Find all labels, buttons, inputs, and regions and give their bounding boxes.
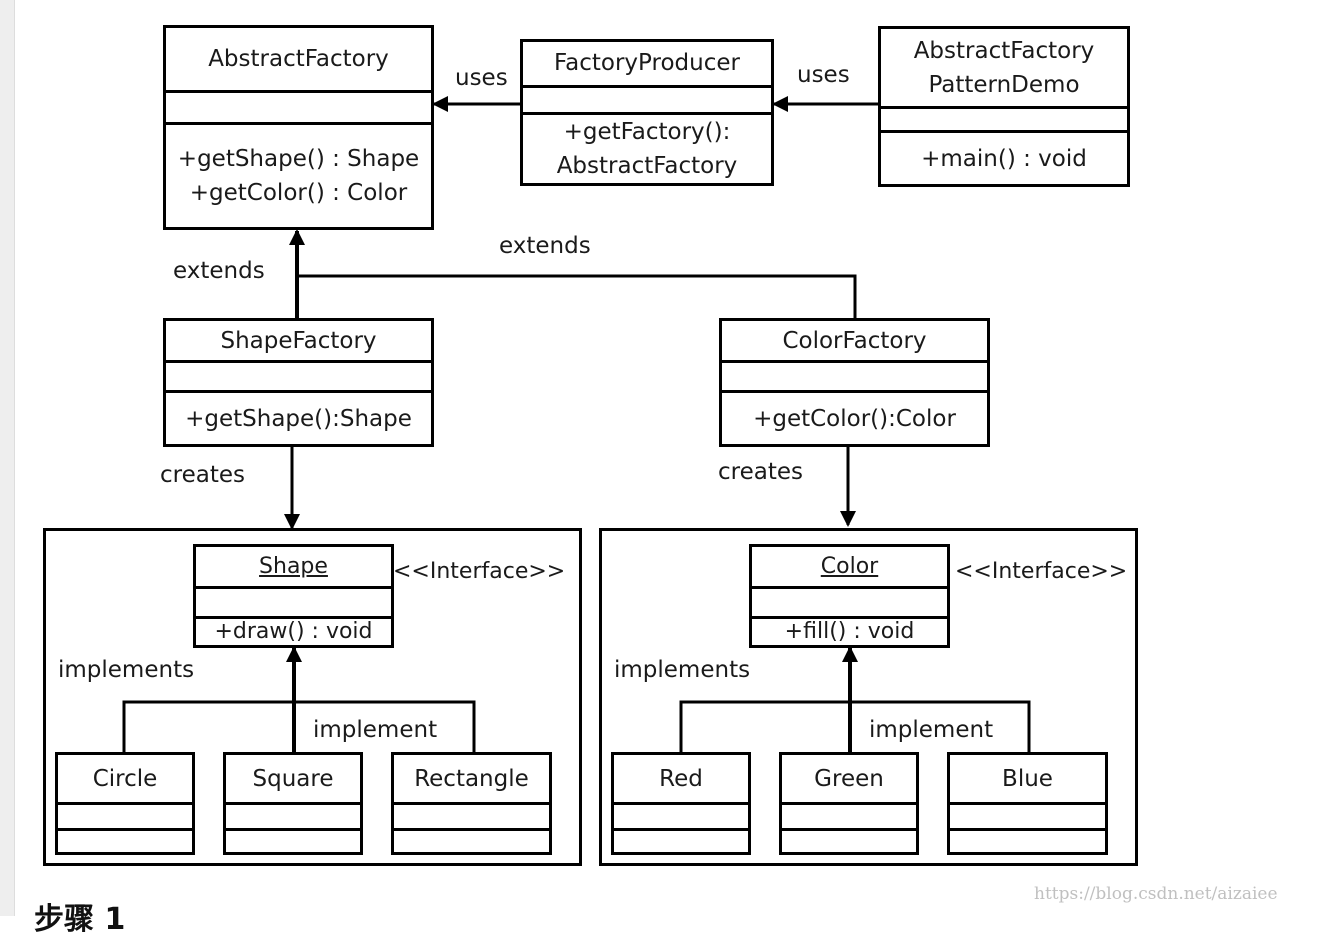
- uml-diagram: AbstractFactory +getShape() : Shape +get…: [43, 25, 1138, 866]
- class-attributes: [881, 109, 1127, 133]
- class-name: AbstractFactory PatternDemo: [881, 29, 1127, 109]
- implement-label: implement: [313, 717, 438, 743]
- class-methods: [226, 831, 360, 852]
- class-methods: [394, 831, 549, 852]
- page-left-border: [0, 0, 15, 916]
- uses-label: uses: [455, 65, 508, 91]
- watermark: https://blog.csdn.net/aizaiee: [1034, 884, 1278, 904]
- class-methods: +getColor():Color: [753, 405, 956, 432]
- class-name: Rectangle: [394, 755, 549, 805]
- class-factory-producer: FactoryProducer +getFactory(): AbstractF…: [520, 39, 774, 186]
- class-square: Square: [223, 752, 363, 855]
- class-name: AbstractFactory: [166, 28, 431, 93]
- uses-label: uses: [797, 62, 850, 88]
- color-group: [599, 528, 1138, 866]
- class-shape-factory: ShapeFactory +getShape():Shape: [163, 318, 434, 447]
- creates-label: creates: [718, 459, 803, 485]
- class-attributes: [752, 589, 947, 619]
- class-methods: +draw() : void: [214, 619, 373, 644]
- implements-connector-red: [679, 700, 1031, 752]
- class-circle: Circle: [55, 752, 195, 855]
- class-methods: [782, 831, 916, 852]
- class-name: Shape: [196, 547, 391, 589]
- interface-shape: Shape +draw() : void: [193, 544, 394, 648]
- class-name: Circle: [58, 755, 192, 805]
- class-methods: +fill() : void: [784, 619, 915, 644]
- class-name: ShapeFactory: [166, 321, 431, 363]
- class-green: Green: [779, 752, 919, 855]
- implements-label: implements: [58, 657, 195, 683]
- class-abstract-factory: AbstractFactory +getShape() : Shape +get…: [163, 25, 434, 230]
- class-rectangle: Rectangle: [391, 752, 552, 855]
- class-name: Red: [614, 755, 748, 805]
- class-color-factory: ColorFactory +getColor():Color: [719, 318, 990, 447]
- class-attributes: [782, 805, 916, 831]
- class-attributes: [226, 805, 360, 831]
- class-blue: Blue: [947, 752, 1108, 855]
- class-methods: [950, 831, 1105, 852]
- shape-group: [43, 528, 582, 866]
- class-attributes: [523, 88, 771, 115]
- class-attributes: [394, 805, 549, 831]
- implements-connector-circle: [122, 700, 476, 752]
- class-red: Red: [611, 752, 751, 855]
- interface-stereotype: <<Interface>>: [955, 559, 1128, 584]
- creates-label: creates: [160, 462, 245, 488]
- class-name: ColorFactory: [722, 321, 987, 363]
- class-pattern-demo: AbstractFactory PatternDemo +main() : vo…: [878, 26, 1130, 187]
- class-attributes: [196, 589, 391, 619]
- class-methods: [614, 831, 748, 852]
- implements-label: implements: [614, 657, 751, 683]
- class-attributes: [950, 805, 1105, 831]
- class-attributes: [166, 363, 431, 393]
- class-name: Color: [752, 547, 947, 589]
- class-methods: +getShape():Shape: [185, 405, 412, 432]
- class-attributes: [166, 93, 431, 125]
- extends-label: extends: [499, 233, 591, 259]
- step-heading: 步骤 1: [34, 902, 126, 937]
- class-methods: +getShape() : Shape +getColor() : Color: [177, 146, 420, 206]
- extends-connector-color: [297, 274, 857, 318]
- interface-color: Color +fill() : void: [749, 544, 950, 648]
- class-attributes: [58, 805, 192, 831]
- class-methods: +main() : void: [921, 145, 1087, 172]
- class-attributes: [722, 363, 987, 393]
- implement-label: implement: [869, 717, 994, 743]
- class-name: Blue: [950, 755, 1105, 805]
- class-name: Square: [226, 755, 360, 805]
- class-methods: [58, 831, 192, 852]
- class-methods: +getFactory(): AbstractFactory: [556, 119, 738, 179]
- class-name: FactoryProducer: [523, 42, 771, 88]
- class-name: Green: [782, 755, 916, 805]
- class-attributes: [614, 805, 748, 831]
- extends-label: extends: [173, 258, 265, 284]
- connector-lines: [122, 96, 1031, 752]
- interface-stereotype: <<Interface>>: [393, 559, 566, 584]
